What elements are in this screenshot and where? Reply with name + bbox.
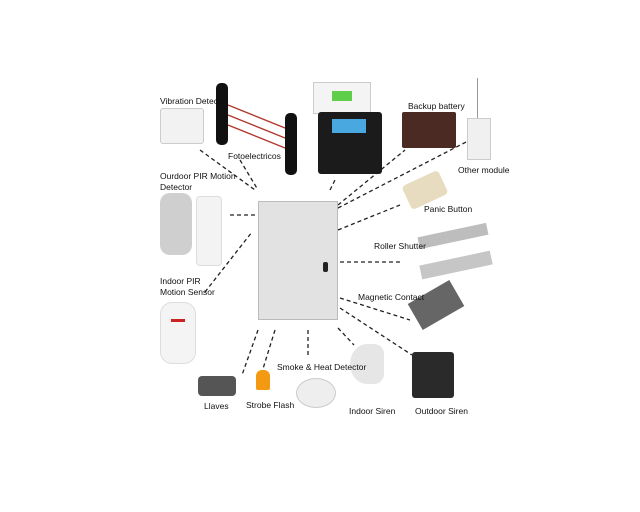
label-indoor-siren: Indoor Siren bbox=[349, 406, 396, 416]
label-llaves: Llaves bbox=[204, 401, 229, 411]
smoke-heat-detector bbox=[296, 378, 336, 408]
label-panic-button: Panic Button bbox=[424, 204, 473, 214]
indoor-pir-sensor bbox=[160, 302, 196, 364]
label-other-module: Other module bbox=[458, 165, 510, 175]
label-indoor-pir-1: Indoor PIR bbox=[160, 276, 201, 286]
key-lock-icon bbox=[323, 262, 328, 272]
label-magnetic-contact: Magnetic Contact bbox=[358, 292, 425, 302]
photoelectric-beam-right bbox=[285, 113, 297, 175]
label-vibration-detector: Vibration Detector bbox=[160, 96, 228, 106]
strobe-flash bbox=[256, 370, 270, 390]
lcd-display bbox=[332, 91, 352, 101]
label-backup-battery: Backup battery bbox=[408, 101, 465, 111]
label-outdoor-pir-1: Ourdoor PIR Motion bbox=[160, 171, 236, 181]
outdoor-pir-detector-2 bbox=[196, 196, 222, 266]
control-panel bbox=[258, 201, 338, 320]
label-strobe-flash: Strobe Flash bbox=[246, 400, 295, 410]
other-module bbox=[467, 118, 491, 160]
sensor-led bbox=[171, 319, 185, 322]
keys bbox=[198, 376, 236, 396]
vibration-detector bbox=[160, 108, 204, 144]
label-outdoor-pir-2: Detector bbox=[160, 182, 193, 192]
photoelectric-beam-left bbox=[216, 83, 228, 145]
antenna bbox=[477, 78, 478, 118]
label-smoke-heat-detector: Smoke & Heat Detector bbox=[277, 362, 367, 372]
label-fotoelectricos: Fotoelectricos bbox=[228, 151, 281, 161]
label-roller-shutter: Roller Shutter bbox=[374, 241, 426, 251]
backup-battery bbox=[402, 112, 456, 148]
label-outdoor-siren: Outdoor Siren bbox=[415, 406, 468, 416]
keypad bbox=[318, 112, 382, 174]
indoor-siren bbox=[350, 344, 384, 384]
wireless-panel bbox=[313, 82, 371, 114]
keypad-lcd bbox=[332, 119, 366, 133]
outdoor-siren bbox=[412, 352, 454, 398]
outdoor-pir-detector bbox=[160, 193, 192, 255]
label-indoor-pir-2: Motion Sensor bbox=[160, 287, 215, 297]
